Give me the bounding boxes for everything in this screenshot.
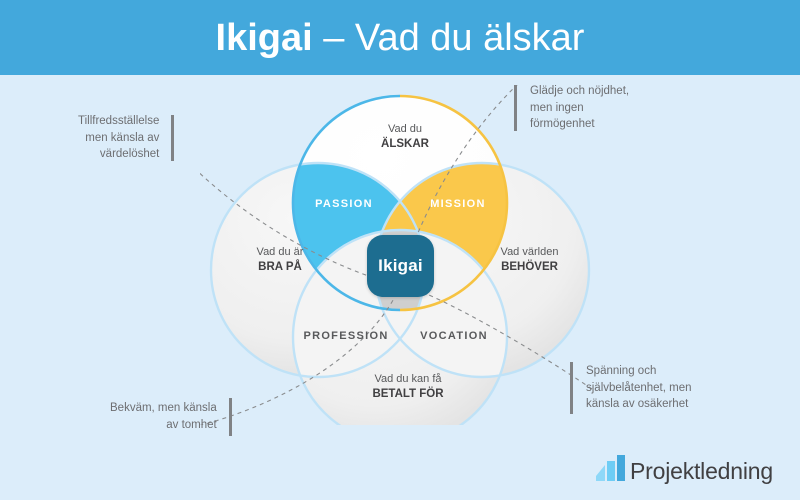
segment-label-passion: PASSION [315,198,373,210]
brand-logo-text: Projektledning [630,458,773,484]
outline-top-right-arc [399,94,509,312]
circle-label-paid-for-line2: BETALT FÖR [372,387,444,400]
page-title: Ikigai – Vad du älskar [216,19,585,57]
circle-label-love: Vad du ÄLSKAR [340,123,470,151]
annotation-top-left-bar [171,115,175,161]
annotation-top-left-line-1: Tillfredsställelse [78,115,160,127]
outline-bottom [291,228,509,425]
ikigai-venn-diagram [200,85,593,425]
annotation-bottom-right-line-2: självbelåtenhet, men [586,381,692,394]
circle-label-love-line2: ÄLSKAR [381,137,429,150]
annotation-top-right: Glädje och nöjdhet, men ingen förmögenhe… [514,83,629,133]
outline-top-left-arc [291,94,401,312]
brand-logo: Projektledning [596,455,773,483]
annotation-top-left-text: Tillfredsställelse men känsla av värdelö… [78,113,159,163]
page-title-light: – Vad du älskar [312,16,585,59]
circle-label-love-line1: Vad du [387,123,423,135]
annotation-bottom-left-line-1: Bekväm, men känsla [110,402,217,415]
circle-label-world-needs-line1: Vad världen [500,246,559,258]
circle-label-paid-for-line1: Vad du kan få [374,373,442,385]
annotation-top-left-line-3: värdelöshet [99,148,160,161]
connector-top-left [200,172,397,286]
annotation-top-right-line-2: men ingen [530,101,584,114]
circle-label-good-at-line1: Vad du är [256,246,304,258]
annotation-bottom-left-line-2: av tomhet [166,419,217,431]
annotation-top-left: Tillfredsställelse men känsla av värdelö… [78,113,175,163]
ikigai-center-badge: Ikigai [367,235,434,297]
segment-label-mission: MISSION [430,198,486,210]
annotation-top-left-line-2: men känsla av [85,131,160,144]
annotation-bottom-right: Spänning och självbelåtenhet, men känsla… [570,362,691,414]
annotation-top-right-line-3: förmögenhet [530,118,595,131]
ikigai-center-label: Ikigai [378,256,423,275]
annotation-top-right-text: Glädje och nöjdhet, men ingen förmögenhe… [530,83,629,133]
segment-label-profession: PROFESSION [303,330,389,342]
annotation-bottom-right-text: Spänning och självbelåtenhet, men känsla… [586,363,691,413]
annotation-bottom-left: Bekväm, men känsla av tomhet [110,398,232,436]
circle-label-good-at-line2: BRA PÅ [258,260,302,273]
circle-label-good-at: Vad du är BRA PÅ [225,246,335,274]
page-title-strong: Ikigai [215,16,313,59]
circle-label-paid-for: Vad du kan få BETALT FÖR [338,373,478,401]
annotation-bottom-right-line-3: känsla av osäkerhet [586,398,689,411]
connector-bottom-left [200,290,399,425]
annotation-bottom-right-line-1: Spänning och [586,364,657,377]
annotation-top-right-bar [514,85,517,131]
annotation-bottom-right-bar [570,362,573,414]
annotation-bottom-left-bar [228,398,232,436]
circle-label-world-needs-line2: BEHÖVER [501,260,558,273]
circle-label-world-needs: Vad världen BEHÖVER [472,246,587,274]
annotation-top-right-line-1: Glädje och nöjdhet, [530,85,630,97]
annotation-bottom-left-text: Bekväm, men känsla av tomhet [110,400,217,433]
bar-chart-icon [596,455,625,481]
segment-label-vocation: VOCATION [420,330,488,342]
page-header: Ikigai – Vad du älskar [0,0,800,75]
